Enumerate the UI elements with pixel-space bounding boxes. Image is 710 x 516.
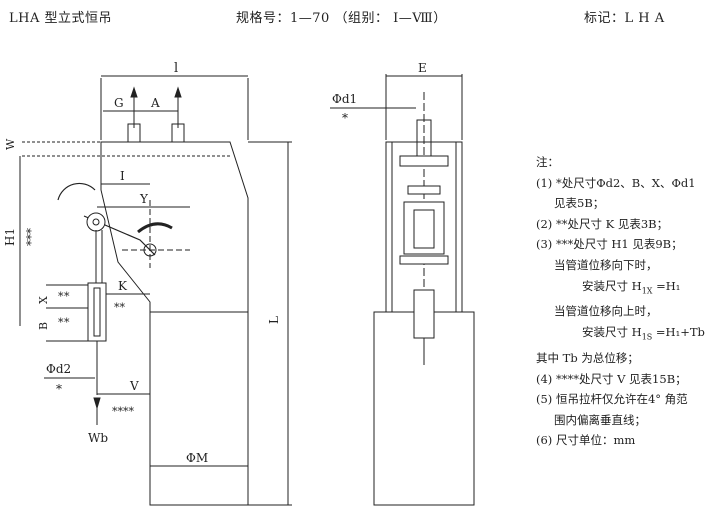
lever-slot [413, 209, 435, 249]
spec-label: 规格号：1—70 （组别： Ⅰ—Ⅷ） [236, 11, 447, 26]
note-3d-pre: 安装尺寸 H [582, 325, 642, 340]
note-3d: 安装尺寸 H1S =H₁+Tb [536, 322, 708, 348]
note-3e: 其中 Tb 为总位移； [536, 350, 639, 365]
stars-k-note: ** [114, 301, 126, 314]
star-b-1: * [58, 316, 64, 329]
note-3b-post: =H₁ [652, 278, 681, 293]
note-2: (2) **处尺寸 K 见表3B； [536, 216, 669, 231]
note-1: (1) *处尺寸Φd2、B、X、Φd1 [536, 175, 696, 190]
lever-arc [57, 182, 96, 201]
stars-h1-note: *** [24, 228, 38, 246]
star-x-2: * [64, 290, 70, 303]
dim-x-label: X [37, 296, 50, 304]
note-3: (3) ***处尺寸 H1 见表9B； [536, 237, 683, 252]
spring-cylinder [149, 311, 249, 506]
note-6: (6) 尺寸单位：mm [536, 433, 636, 448]
load-wb-label: Wb [88, 431, 108, 445]
notes-panel: 注： (1) *处尺寸Φd2、B、X、Φd1 见表5B； (2) **处尺寸 K… [536, 152, 708, 451]
dim-w-label: W [4, 138, 17, 150]
mark-label: 标记：L H A [584, 11, 665, 26]
note-3b-sub: 1X [641, 285, 653, 295]
dim-k-label: K [118, 279, 128, 293]
note-3d-post: =H₁+Tb [652, 325, 705, 340]
note-3b-pre: 安装尺寸 H [582, 278, 642, 293]
dim-a-label: A [150, 96, 160, 110]
dim-phi-d2-label: Φd2 [46, 362, 71, 376]
note-3c: 当管道位移向上时， [554, 304, 658, 319]
dim-g-label: G [114, 96, 124, 110]
dim-y-label: Y [139, 192, 149, 206]
note-4: (4) ****处尺寸 V 见表15B； [536, 371, 687, 386]
note-5: (5) 恒吊拉杆仅允许在4° 角范 [536, 392, 688, 407]
dim-l-label: l [174, 61, 178, 76]
pivot-pin [86, 212, 106, 232]
arrow-up-icon [174, 86, 182, 98]
dim-phi-m-label: ΦM [186, 451, 208, 465]
note-3a: 当管道位移向下时， [554, 257, 658, 272]
star-d2: * [56, 382, 62, 396]
dim-big-l-label: L [267, 316, 281, 324]
star-b-2: * [64, 316, 70, 329]
cross-plate [399, 255, 449, 265]
dim-b-label: B [37, 322, 50, 330]
dim-phi-d1-label: Φd1 [332, 92, 357, 106]
turnbuckle [87, 282, 107, 342]
stars-v-note: **** [112, 405, 135, 418]
front-rod-coupling [413, 289, 435, 339]
dim-i-label: I [120, 169, 125, 183]
star-x-1: * [58, 290, 64, 303]
cross-plate [399, 155, 449, 167]
dim-h1-label: H1 [3, 228, 17, 246]
note-1b: 见表5B； [554, 196, 605, 211]
lever-block [403, 201, 445, 255]
arrow-up-icon [130, 86, 138, 98]
turnbuckle-slot [93, 287, 101, 337]
star-d1: * [342, 111, 348, 125]
dim-e-label: E [418, 61, 427, 75]
arrow-down-icon [93, 397, 101, 410]
note-3d-sub: 1S [641, 332, 653, 342]
slot [137, 222, 173, 234]
dim-v-label: V [129, 379, 139, 393]
note-5b: 围内偏离垂直线； [554, 412, 646, 427]
notes-title: 注： [536, 155, 559, 169]
note-3b: 安装尺寸 H1X =H₁ [536, 276, 708, 302]
pivot-pin-center [92, 218, 100, 226]
cross-plate [407, 185, 441, 195]
type-label: LHA 型立式恒吊 [9, 11, 112, 26]
